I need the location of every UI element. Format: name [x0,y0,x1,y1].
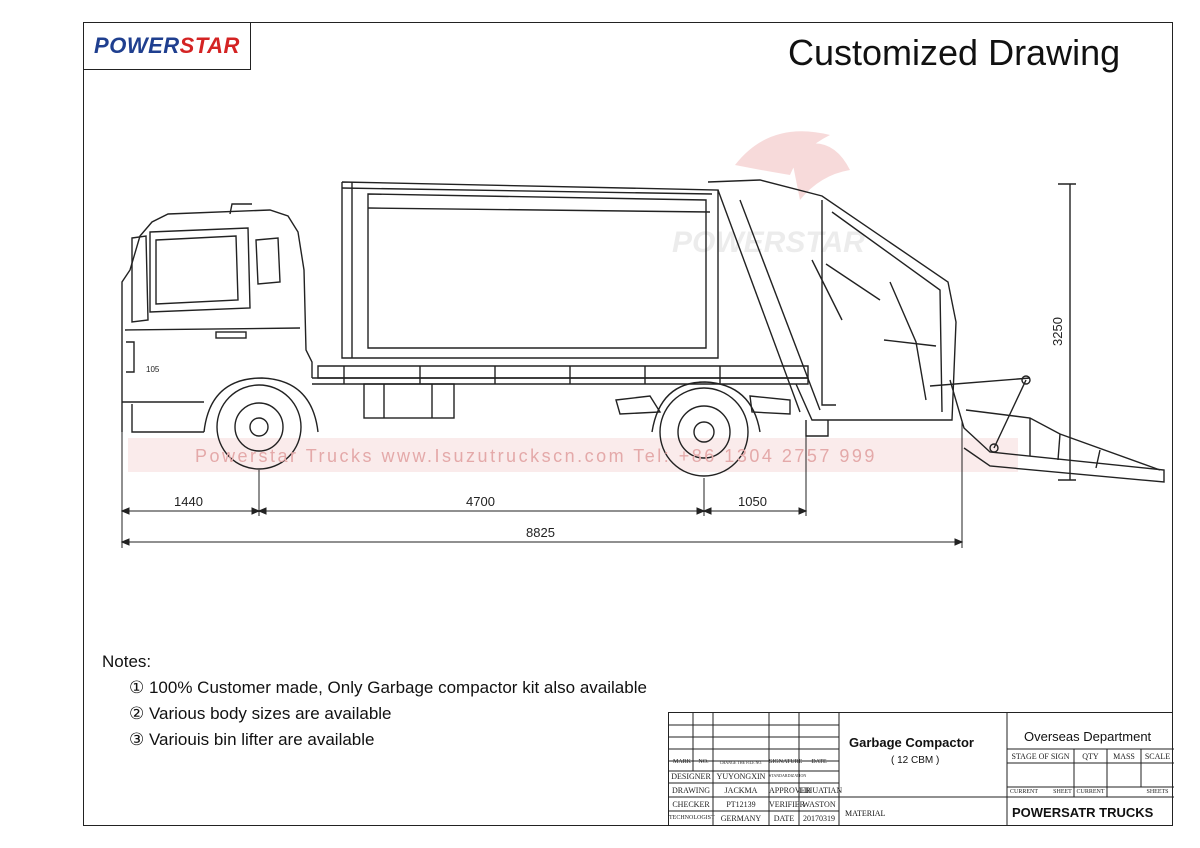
notes-section: Notes: ① 100% Customer made, Only Garbag… [102,652,647,756]
watermark-banner-text: Powerstar Trucks www.Isuzutruckscn.com T… [195,446,877,466]
material-label: MATERIAL [845,809,886,818]
sheet-label: SHEET [1053,789,1072,795]
product-capacity: ( 12 CBM ) [891,755,940,766]
header-no: NO. [698,759,709,765]
title-block: MARK NO. CHANGE THE FILE NO. SIGNATURE D… [668,712,1174,826]
row-designer-name: YUYONGXIN [716,772,766,781]
title-block-grid [669,713,1174,825]
mass-label: MASS [1113,752,1135,761]
row-verifier-label: VERIFIER [769,800,805,809]
row-verifier-name: WASTON [802,800,836,809]
dim-overall-length: 8825 [526,525,555,540]
brand-logo-part2: STAR [179,33,240,58]
header-change-file: CHANGE THE FILE NO. [719,760,763,765]
row-approver-name: LIHUATIAN [799,786,843,795]
row-drawing-label: DRAWING [671,786,711,795]
row-date-label: DATE [773,814,795,823]
row-approver-label: APPROVER [769,786,811,795]
stage-of-sign: STAGE OF SIGN [1011,752,1070,761]
row-date-value: 20170319 [803,814,835,823]
drawing-frame [83,22,1173,826]
truck-badge: 105 [146,365,160,374]
dim-height: 3250 [1050,317,1065,346]
header-mark: MARK [672,759,691,765]
row-checker-name: PT12139 [726,800,756,809]
row-standardization: STANDARDIZATION [769,773,807,778]
dimension-lines [120,420,964,548]
note-item: ③ Variouis bin lifter are available [129,730,375,749]
svg-text:POWERSTAR: POWERSTAR [672,226,865,259]
row-technologist-name: GERMANY [720,814,762,823]
header-signature: SIGNATURE [769,759,803,765]
watermark-logo: POWERSTAR [672,131,865,259]
note-item: ① 100% Customer made, Only Garbage compa… [129,678,647,697]
row-technologist-label: TECHNOLOGIST [669,815,715,821]
dim-front-overhang: 1440 [174,494,203,509]
truck-outline [121,179,1165,483]
dim-rear: 1050 [738,494,767,509]
department-name: Overseas Department [1024,729,1152,744]
scale-label: SCALE [1144,752,1171,761]
sheets-label: SHEETS [1146,789,1169,795]
company-name: POWERSATR TRUCKS [1012,805,1154,820]
note-item: ② Various body sizes are available [129,704,392,723]
sheet-current2-label: CURRENT [1076,789,1105,795]
header-date: DATE [811,759,827,765]
qty-label: QTY [1082,752,1099,761]
row-drawing-name: JACKMA [724,786,758,795]
product-name: Garbage Compactor [849,735,974,750]
notes-heading: Notes: [102,652,152,671]
page-title: Customized Drawing [788,32,1121,73]
row-checker-label: CHECKER [672,800,710,809]
sheet-current-label: CURRENT [1009,789,1038,795]
row-designer-label: DESIGNER [671,772,711,781]
dim-wheelbase: 4700 [466,494,495,509]
brand-logo-part1: POWER [94,33,180,58]
